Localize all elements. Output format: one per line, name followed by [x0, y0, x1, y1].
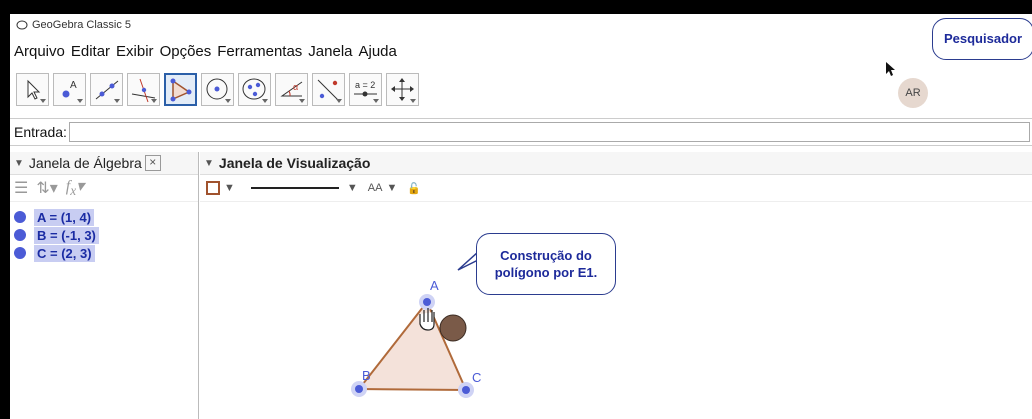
angle-tool-button[interactable]: α [275, 72, 308, 106]
tool-bar: A α a = 2 [10, 68, 423, 110]
window-title: GeoGebra Classic 5 [32, 19, 132, 31]
toggle-auxiliary-icon[interactable]: ☰ [14, 180, 29, 197]
menu-editar[interactable]: Editar [70, 42, 111, 60]
menu-exibir[interactable]: Exibir [116, 42, 154, 60]
graphics-style-bar: ▼ ▼ AA ▼ 🔓 [200, 175, 1032, 202]
circle-tool-button[interactable] [201, 72, 234, 106]
visibility-toggle-icon[interactable] [14, 229, 26, 241]
font-size-label[interactable]: AA [367, 182, 383, 194]
dropdown-caret-icon[interactable]: ▼ [224, 182, 235, 194]
hand-cursor-icon [419, 308, 435, 331]
participant-avatar [439, 314, 467, 342]
point-c[interactable] [462, 386, 470, 394]
menu-ajuda[interactable]: Ajuda [358, 42, 397, 60]
triangle-polygon[interactable] [356, 300, 468, 392]
algebra-object-a[interactable]: A = (1, 4) [34, 208, 95, 226]
point-icon: A [62, 80, 77, 97]
svg-text:α: α [293, 82, 298, 92]
algebra-object-c[interactable]: C = (2, 3) [34, 244, 95, 262]
close-icon[interactable]: × [144, 155, 161, 171]
input-label: Entrada: [14, 124, 67, 140]
algebra-view: ▼ Janela de Álgebra × ☰ ⇅▾ fx▾ A = (1, 4… [10, 152, 199, 419]
collapse-caret-icon[interactable]: ▼ [14, 157, 24, 169]
polygon-icon [170, 78, 192, 101]
line-tool-button[interactable] [90, 72, 123, 106]
point-tool-button[interactable]: A [53, 72, 86, 106]
point-a-label: A [430, 278, 439, 293]
conic-icon [242, 78, 266, 99]
graphics-canvas[interactable]: A B C [200, 200, 1032, 419]
geogebra-logo-icon [16, 20, 28, 30]
dropdown-caret-icon[interactable]: ▼ [346, 182, 358, 194]
graphics-view-header: ▼ Janela de Visualização [200, 152, 1032, 175]
point-b-label: B [362, 368, 371, 383]
construction-callout: Construção do polígono por E1. [476, 233, 616, 295]
collapse-caret-icon[interactable]: ▼ [204, 157, 214, 169]
line-icon [95, 80, 119, 99]
menu-ferramentas[interactable]: Ferramentas [217, 42, 303, 60]
list-item[interactable]: C = (2, 3) [14, 244, 198, 262]
line-style-icon[interactable] [250, 187, 339, 189]
move-tool-button[interactable] [16, 72, 49, 106]
reflect-tool-button[interactable] [312, 72, 345, 106]
cursor-arrow-icon [27, 79, 41, 100]
ellipse-tool-button[interactable] [238, 72, 271, 106]
sort-by-icon[interactable]: ⇅▾ [36, 180, 58, 197]
algebra-view-title: Janela de Álgebra [28, 155, 142, 171]
input-bar: Entrada: [10, 118, 1032, 146]
reflect-line-icon [317, 79, 339, 100]
algebra-view-header: ▼ Janela de Álgebra × [10, 152, 198, 175]
graphics-view: ▼ Janela de Visualização ▼ ▼ AA ▼ 🔓 A B … [200, 152, 1032, 419]
algebra-style-bar: ☰ ⇅▾ fx▾ [10, 175, 198, 202]
title-bar: GeoGebra Classic 5 [10, 14, 1032, 36]
user-avatar[interactable]: AR [898, 78, 928, 108]
perpendicular-line-icon [131, 78, 156, 102]
menu-bar: Arquivo Editar Exibir Opções Ferramentas… [10, 40, 399, 62]
input-field[interactable] [68, 122, 1030, 142]
list-item[interactable]: B = (-1, 3) [14, 226, 198, 244]
slider-tool-button[interactable]: a = 2 [349, 72, 382, 106]
algebra-object-b[interactable]: B = (-1, 3) [34, 226, 99, 244]
angle-icon: α [280, 81, 303, 96]
move-graphics-view-icon [391, 77, 414, 101]
polygon-tool-button[interactable] [164, 72, 197, 106]
lock-icon[interactable]: 🔓 [407, 182, 422, 195]
menu-janela[interactable]: Janela [308, 42, 353, 60]
circle-center-icon [206, 78, 228, 99]
graphics-view-title: Janela de Visualização [218, 155, 371, 171]
visibility-toggle-icon[interactable] [14, 211, 26, 223]
fx-description-icon[interactable]: fx▾ [65, 178, 85, 199]
point-a[interactable] [423, 298, 431, 306]
move-view-tool-button[interactable] [386, 72, 419, 106]
mouse-pointer-icon [886, 62, 895, 76]
dropdown-caret-icon[interactable]: ▼ [386, 182, 398, 194]
list-item[interactable]: A = (1, 4) [14, 208, 198, 226]
menu-arquivo[interactable]: Arquivo [14, 42, 65, 60]
visibility-toggle-icon[interactable] [14, 247, 26, 259]
point-c-label: C [472, 370, 481, 385]
researcher-callout: Pesquisador [932, 18, 1032, 60]
menu-opcoes[interactable]: Opções [159, 42, 212, 60]
color-swatch-icon[interactable] [206, 181, 220, 195]
geogebra-window: GeoGebra Classic 5 Arquivo Editar Exibir… [10, 14, 1032, 419]
svg-text:a = 2: a = 2 [355, 80, 375, 90]
perpendicular-tool-button[interactable] [127, 72, 160, 106]
slider-icon: a = 2 [354, 80, 377, 96]
algebra-object-list: A = (1, 4) B = (-1, 3) C = (2, 3) [10, 202, 198, 262]
svg-text:A: A [70, 80, 77, 91]
point-b[interactable] [355, 385, 363, 393]
